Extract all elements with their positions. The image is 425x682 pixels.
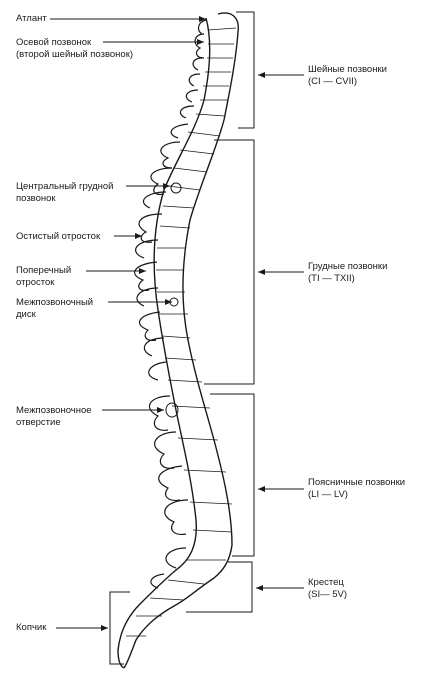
label-foramen-line1: Межпозвоночное xyxy=(16,405,92,416)
label-lumbar: Поясничные позвонки (LI — LV) xyxy=(308,477,405,501)
vertebra-segments xyxy=(126,27,237,637)
label-lumbar-line1: Поясничные позвонки xyxy=(308,477,406,488)
label-coccyx: Копчик xyxy=(16,622,47,633)
label-atlas: Атлант xyxy=(16,13,47,24)
label-thoracic-line2: (TI — TXII) xyxy=(308,273,355,284)
label-central-thoracic-line2: позвонок xyxy=(16,193,56,204)
left-pointer-lines xyxy=(50,16,206,631)
label-lumbar-line2: (LI — LV) xyxy=(308,489,348,500)
region-brackets xyxy=(186,11,255,613)
label-foramen-line2: отверстие xyxy=(16,417,61,428)
label-disc-line2: диск xyxy=(16,309,36,320)
label-sacrum-line1: Крестец xyxy=(308,577,344,588)
label-axis-line2: (второй шейный позвонок) xyxy=(16,49,134,60)
label-intervertebral-foramen: Межпозвоночное отверстие xyxy=(16,405,92,429)
label-cervical-line2: (CI — CVII) xyxy=(308,76,358,87)
label-central-thoracic-line1: Центральный грудной xyxy=(16,181,114,192)
label-transverse-process: Поперечный отросток xyxy=(16,265,71,289)
intervertebral-foramina xyxy=(165,182,182,418)
label-cervical: Шейные позвонки (CI — CVII) xyxy=(308,64,387,88)
label-transverse-line2: отросток xyxy=(16,277,55,288)
coccyx-bracket xyxy=(109,591,130,665)
label-sacrum-line2: (SI— 5V) xyxy=(308,589,348,600)
label-axis: Осевой позвонок (второй шейный позвонок) xyxy=(16,37,133,61)
label-cervical-line1: Шейные позвонки xyxy=(308,64,387,75)
label-thoracic-line1: Грудные позвонки xyxy=(308,261,388,272)
label-intervertebral-disc: Межпозвоночный диск xyxy=(16,297,93,321)
vertebral-column xyxy=(117,12,239,669)
posterior-processes xyxy=(133,19,207,589)
label-disc-line1: Межпозвоночный xyxy=(16,297,94,308)
label-central-thoracic: Центральный грудной позвонок xyxy=(16,181,113,205)
label-sacrum: Крестец (SI— 5V) xyxy=(308,577,347,601)
label-spinous-process: Остистый отросток xyxy=(16,231,101,242)
right-pointer-lines xyxy=(256,72,304,591)
label-transverse-line1: Поперечный xyxy=(16,265,72,276)
label-thoracic: Грудные позвонки (TI — TXII) xyxy=(308,261,387,285)
label-axis-line1: Осевой позвонок xyxy=(16,37,92,48)
